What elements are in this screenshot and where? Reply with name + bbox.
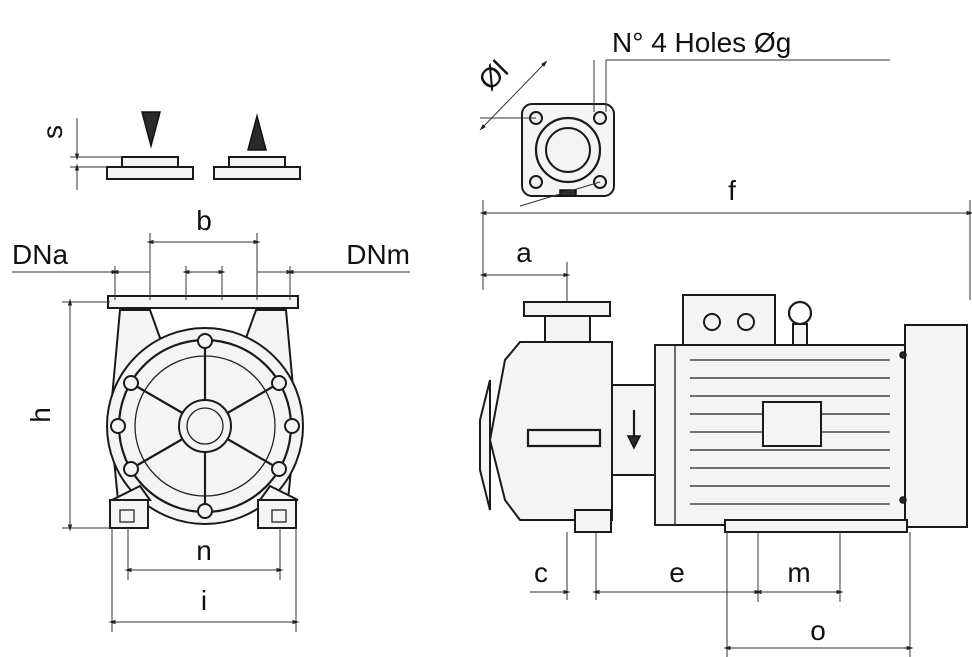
dim-label-s: s xyxy=(37,125,68,139)
dim-label-o: o xyxy=(810,615,826,646)
dim-label-dna: DNa xyxy=(12,239,68,270)
flange-icon-down xyxy=(106,111,194,180)
flange-icon-up xyxy=(213,113,301,180)
holes-note: N° 4 Holes Øg xyxy=(612,27,791,58)
dim-label-a: a xyxy=(516,237,532,268)
pump-side-view xyxy=(479,294,968,533)
pump-front-view xyxy=(106,295,304,529)
dim-label-m: m xyxy=(787,557,810,588)
dim-label-b: b xyxy=(196,205,212,236)
dim-label-phi-l: Øl xyxy=(472,54,514,96)
dim-label-dnm: DNm xyxy=(346,239,410,270)
dim-label-n: n xyxy=(196,535,212,566)
flange-orientation-icons: s xyxy=(37,111,301,190)
dim-label-f: f xyxy=(728,175,736,206)
dim-label-i: i xyxy=(201,585,207,616)
dim-label-h: h xyxy=(25,407,56,423)
dim-label-c: c xyxy=(534,557,548,588)
dim-label-e: e xyxy=(669,557,685,588)
